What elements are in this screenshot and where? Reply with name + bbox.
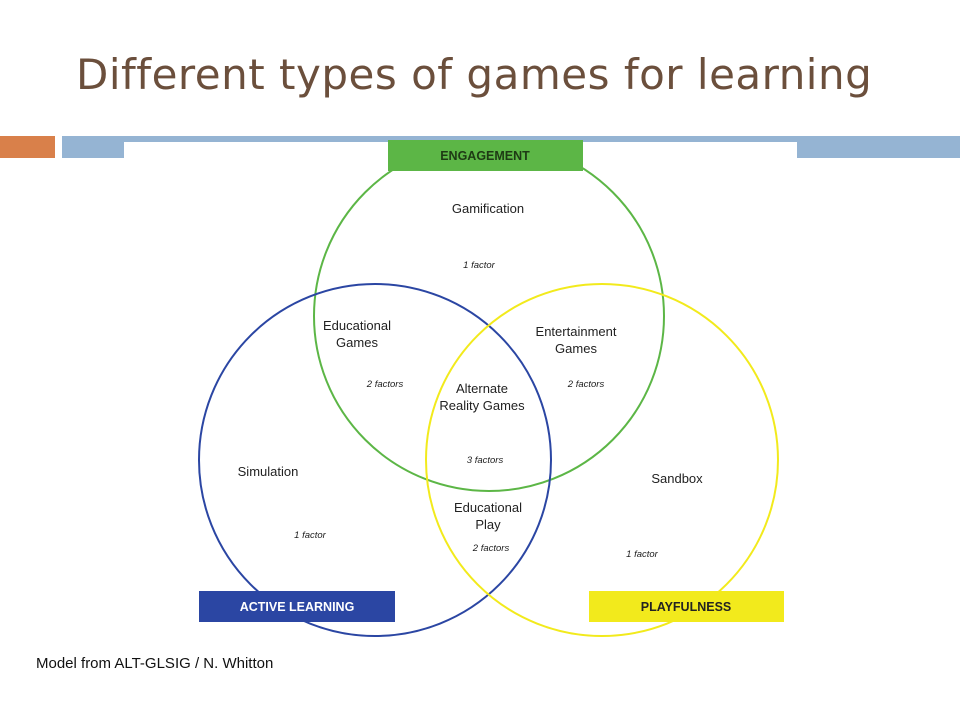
accent-bar-blue-left	[62, 136, 124, 158]
slide-title: Different types of games for learning	[76, 50, 873, 99]
simulation-label: Simulation	[238, 464, 299, 479]
entertainment-games-label-line1: Entertainment	[536, 324, 617, 339]
sandbox-factor: 1 factor	[626, 549, 659, 560]
active-learning-label: ACTIVE LEARNING	[240, 600, 355, 614]
source-caption: Model from ALT-GLSIG / N. Whitton	[36, 655, 274, 672]
accent-bar-orange	[0, 136, 55, 158]
educational-play-label-line1: Educational	[454, 500, 522, 515]
educational-play-label-line2: Play	[475, 517, 501, 532]
playfulness-box	[589, 591, 784, 622]
gamification-label: Gamification	[452, 201, 524, 216]
alternate-reality-games-label-line1: Alternate	[456, 381, 508, 396]
playfulness-label: PLAYFULNESS	[641, 600, 732, 614]
educational-play-factor: 2 factors	[472, 543, 510, 554]
gamification-factor: 1 factor	[463, 260, 496, 271]
simulation-factor: 1 factor	[294, 530, 327, 541]
alternate-reality-games-factor: 3 factors	[467, 455, 504, 466]
engagement-box	[388, 140, 583, 171]
entertainment-games-factor: 2 factors	[567, 379, 605, 390]
engagement-circle	[313, 140, 665, 492]
alternate-reality-games-label-line2: Reality Games	[439, 398, 525, 413]
engagement-label: ENGAGEMENT	[440, 149, 530, 163]
accent-bar-blue-thin	[124, 136, 797, 142]
educational-games-label-line2: Games	[336, 335, 378, 350]
accent-bar-blue-right	[797, 136, 960, 158]
entertainment-games-label-line2: Games	[555, 341, 597, 356]
educational-games-label-line1: Educational	[323, 318, 391, 333]
sandbox-label: Sandbox	[651, 471, 703, 486]
active-learning-box	[199, 591, 395, 622]
active-learning-circle	[198, 283, 552, 637]
playfulness-circle	[425, 283, 779, 637]
educational-games-factor: 2 factors	[366, 379, 404, 390]
